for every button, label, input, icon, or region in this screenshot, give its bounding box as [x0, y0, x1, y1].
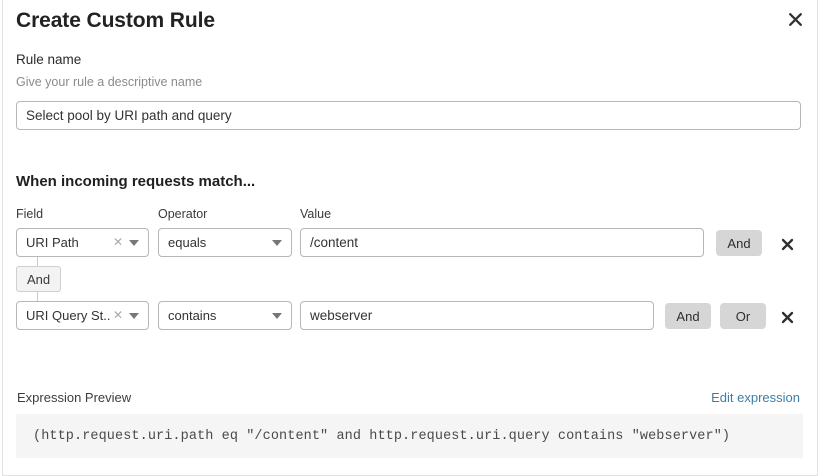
row-0-value-input[interactable] [300, 228, 704, 257]
row-0-chevron-down-icon[interactable] [129, 239, 139, 246]
expression-preview-code: (http.request.uri.path eq "/content" and… [33, 428, 731, 444]
row-0-operator-value: equals [168, 235, 207, 250]
close-glyph [788, 12, 802, 26]
row-0-close-icon [781, 238, 793, 250]
row-1-field-value: URI Query St... [26, 308, 111, 323]
row-1-delete-button[interactable] [777, 307, 797, 327]
close-icon[interactable] [783, 7, 807, 31]
row-0-delete-button[interactable] [777, 234, 797, 254]
row-0-operator-select[interactable]: equals [158, 228, 292, 257]
row-0-field-select[interactable]: URI Path ✕ [16, 228, 149, 257]
rule-name-input[interactable] [16, 101, 801, 130]
rule-name-label: Rule name [16, 52, 82, 67]
row-0-and-button[interactable]: And [716, 230, 762, 256]
row-0-clear-x-icon[interactable]: ✕ [112, 235, 123, 249]
edit-expression-link[interactable]: Edit expression [711, 390, 800, 405]
row-0-field-value: URI Path [26, 235, 79, 250]
row-1-operator-value: contains [168, 308, 217, 323]
row-1-and-button[interactable]: And [665, 303, 711, 329]
row-1-field-select[interactable]: URI Query St... ✕ [16, 301, 149, 330]
column-header-field: Field [16, 207, 44, 221]
group-connector-and-badge[interactable]: And [16, 266, 62, 292]
row-1-operator-chevron-down-icon[interactable] [272, 312, 282, 319]
rule-name-hint: Give your rule a descriptive name [16, 75, 203, 89]
match-section-heading: When incoming requests match... [16, 173, 256, 190]
expression-preview-label: Expression Preview [17, 390, 132, 405]
row-1-chevron-down-icon[interactable] [129, 312, 139, 319]
row-1-value-input[interactable] [300, 301, 654, 330]
column-header-value: Value [300, 207, 332, 221]
column-header-operator: Operator [158, 207, 208, 221]
expression-preview-box: (http.request.uri.path eq "/content" and… [16, 414, 803, 458]
row-0-operator-chevron-down-icon[interactable] [272, 239, 282, 246]
dialog-title: Create Custom Rule [16, 9, 215, 32]
row-1-operator-select[interactable]: contains [158, 301, 292, 330]
row-1-clear-x-icon[interactable]: ✕ [112, 308, 123, 322]
row-1-close-icon [781, 311, 793, 323]
row-1-or-button[interactable]: Or [720, 303, 766, 329]
